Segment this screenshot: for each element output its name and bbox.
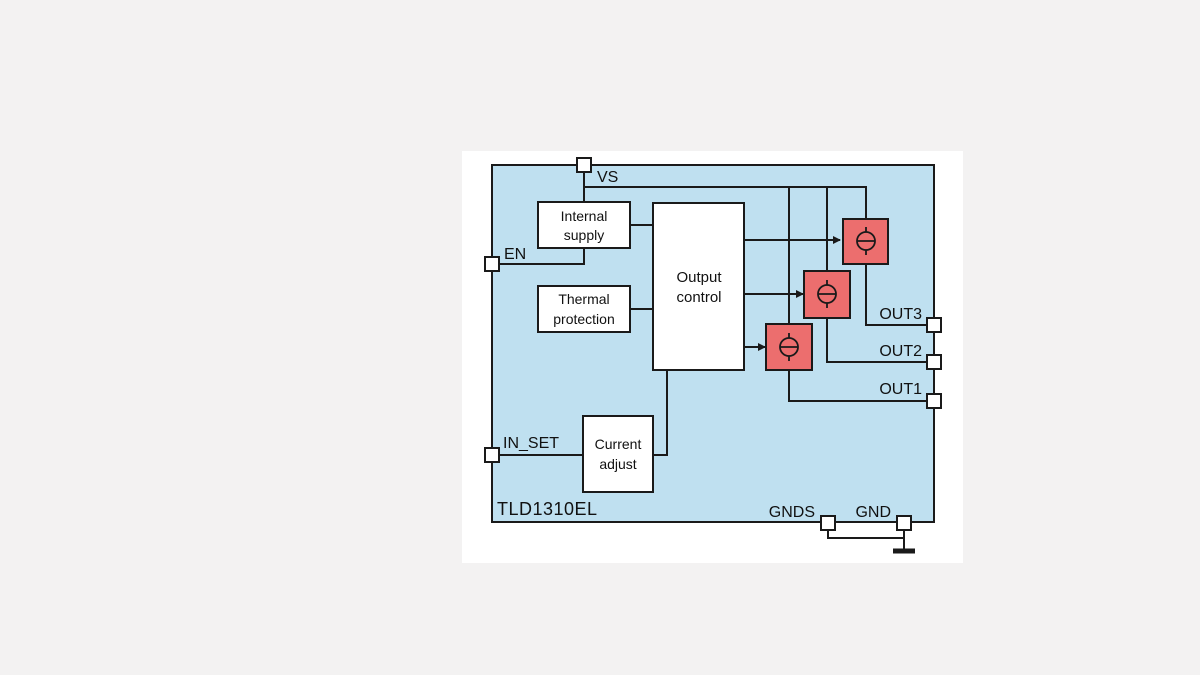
pin-out3: [926, 317, 942, 333]
current-source-icon: [856, 227, 876, 255]
label-out2: OUT2: [879, 343, 922, 360]
label-en: EN: [504, 246, 526, 263]
label-gnd: GND: [855, 504, 891, 521]
wires: [499, 172, 927, 554]
chip-name: TLD1310EL: [497, 499, 598, 519]
thermal-protection-label-2: protection: [553, 311, 614, 327]
current-source-1: [765, 323, 813, 371]
pin-out2: [926, 354, 942, 370]
pin-gnd: [896, 515, 912, 531]
current-adjust-label-2: adjust: [599, 456, 636, 472]
label-out3: OUT3: [879, 306, 922, 323]
pin-en: [484, 256, 500, 272]
internal-supply-label-2: supply: [564, 227, 604, 243]
current-adjust-label-1: Current: [595, 436, 642, 452]
thermal-protection-block: Thermal protection: [537, 285, 631, 333]
output-control-label-1: Output: [676, 269, 722, 286]
output-control-label-2: control: [676, 289, 721, 306]
current-source-icon: [779, 333, 799, 361]
current-source-icon: [817, 280, 837, 308]
current-source-3: [842, 218, 889, 265]
pin-in-set: [484, 447, 500, 463]
pin-gnds: [820, 515, 836, 531]
thermal-protection-label-1: Thermal: [558, 291, 609, 307]
label-gnds: GNDS: [769, 504, 815, 521]
internal-supply-label-1: Internal: [561, 208, 608, 224]
current-source-2: [803, 270, 851, 319]
label-in-set: IN_SET: [503, 435, 559, 452]
label-vs: VS: [597, 169, 618, 186]
pin-out1: [926, 393, 942, 409]
label-out1: OUT1: [879, 381, 922, 398]
output-control-block: Output control: [652, 202, 745, 371]
current-adjust-block: Current adjust: [582, 415, 654, 493]
pin-vs: [576, 157, 592, 173]
internal-supply-block: Internal supply: [537, 201, 631, 249]
